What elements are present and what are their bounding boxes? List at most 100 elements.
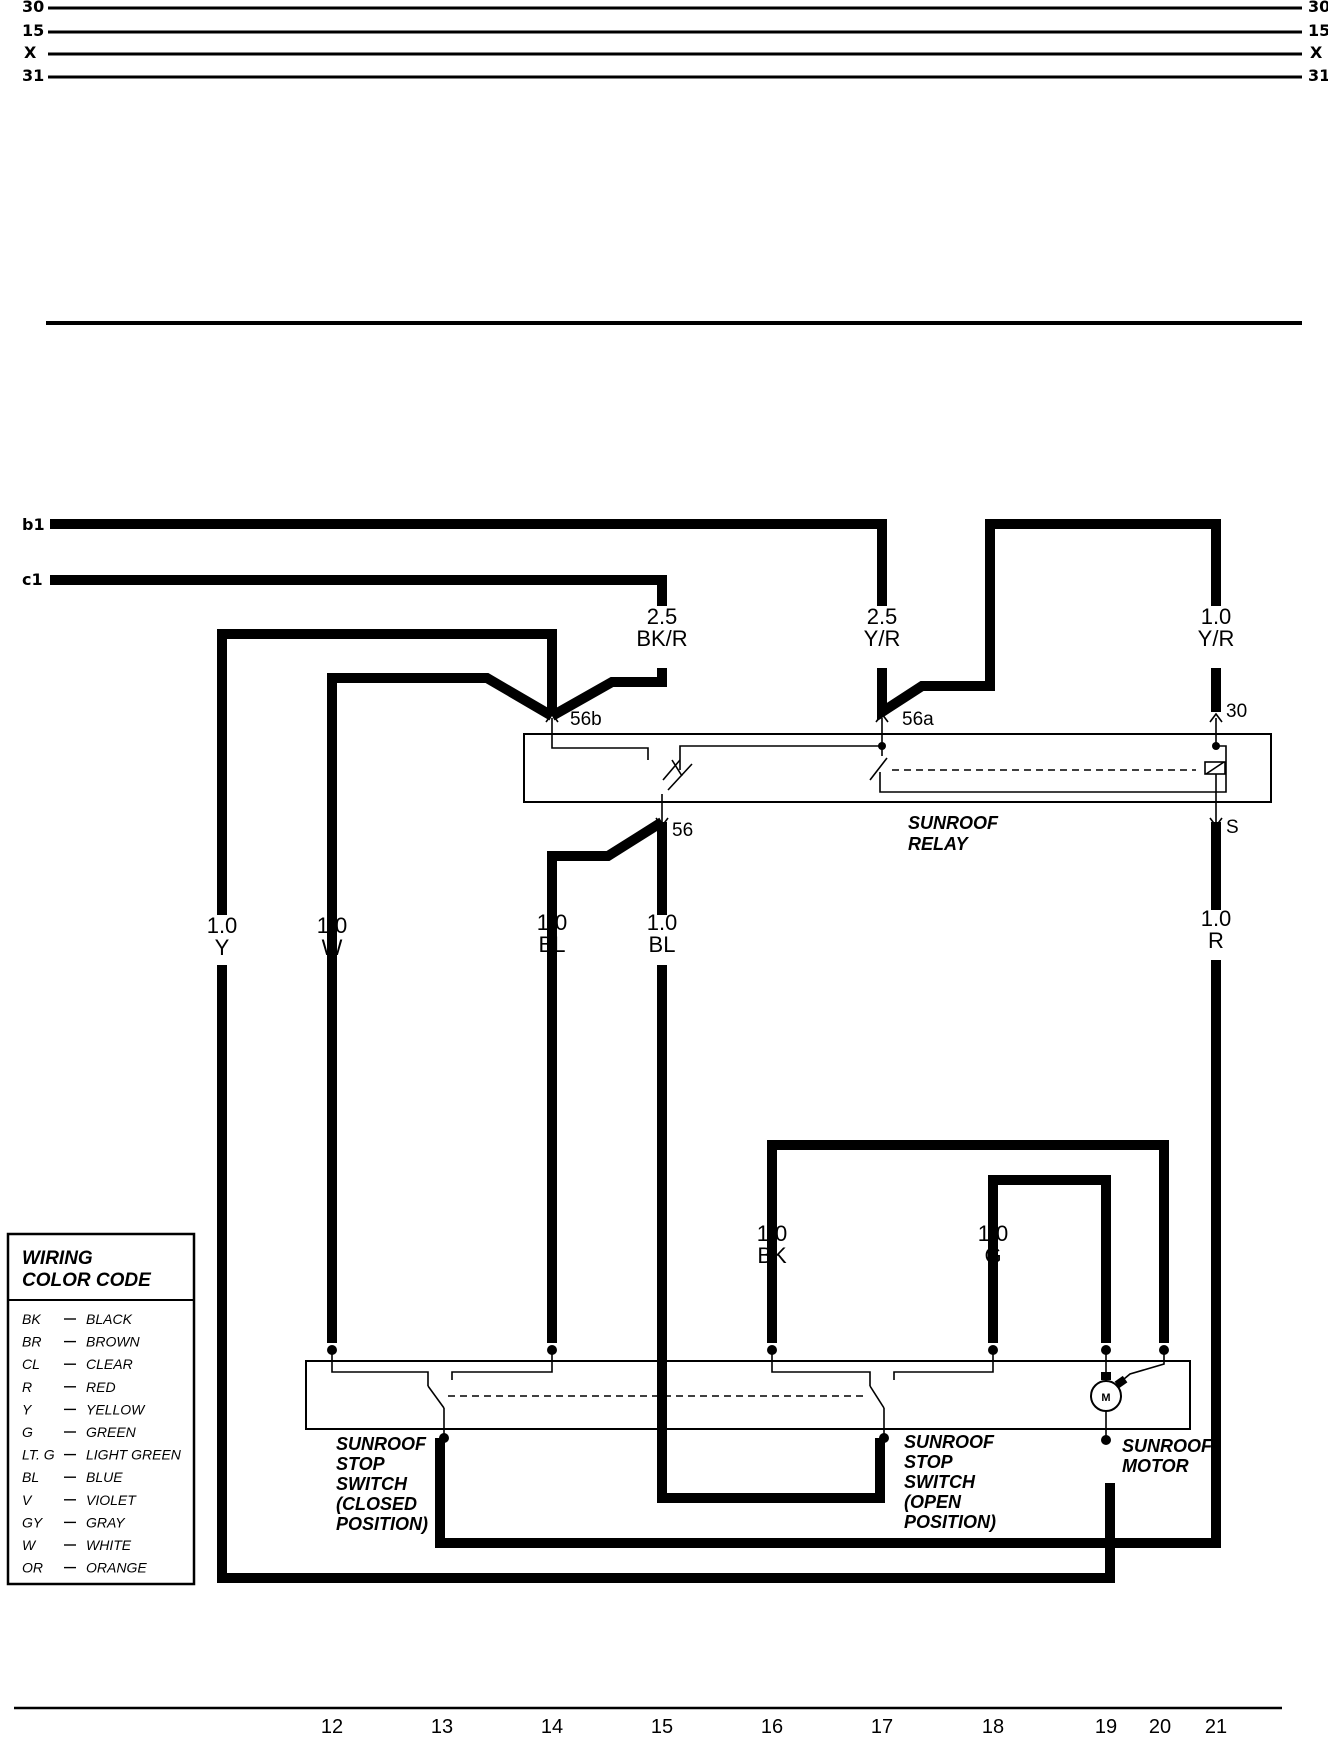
- stop-switch-open-label: SUNROOF STOP SWITCH (OPEN POSITION): [904, 1432, 996, 1532]
- legend-color-name: VIOLET: [86, 1492, 137, 1508]
- wire-size-r: 1.0: [1201, 906, 1232, 931]
- grid-number: 20: [1149, 1716, 1171, 1738]
- grid-number: 21: [1205, 1716, 1227, 1738]
- legend-code: Y: [22, 1401, 33, 1417]
- grid-number: 19: [1095, 1716, 1117, 1738]
- label-line: POSITION): [904, 1512, 996, 1532]
- wire-y: [217, 629, 557, 915]
- relay-internals: [551, 718, 1227, 822]
- sunroof-relay: [523, 733, 1272, 803]
- wire-w: [327, 673, 555, 1343]
- wire-size-y: 1.0: [207, 913, 238, 938]
- wire-size-w: 1.0: [317, 913, 348, 938]
- wire-b1-to-56a: [50, 519, 887, 606]
- legend-color-name: BROWN: [86, 1334, 141, 1350]
- connection-dots: [327, 1345, 1169, 1445]
- legend-code: BK: [22, 1311, 41, 1327]
- label-line: STOP: [336, 1454, 386, 1474]
- legend-code: CL: [22, 1356, 40, 1372]
- grid-number: 17: [871, 1716, 893, 1738]
- wire-color-bk-r: BK/R: [636, 626, 687, 651]
- legend-color-name: GREEN: [86, 1424, 137, 1440]
- grid-number: 16: [761, 1716, 783, 1738]
- wire-color-bl-a: BL: [539, 932, 566, 957]
- label-line: STOP: [904, 1452, 954, 1472]
- relay-pin-30: 30: [1226, 701, 1247, 722]
- wire-color-bl-b: BL: [649, 932, 676, 957]
- legend-title-line1: WIRING: [22, 1248, 93, 1269]
- relay-pin-56b: 56b: [570, 709, 602, 730]
- bus-label-left: 31: [22, 66, 44, 85]
- connector-marks: [545, 712, 1223, 828]
- bus-label-left: X: [24, 43, 37, 62]
- wire-bl-to-56: [547, 817, 665, 1343]
- input-label-b1: b1: [22, 515, 45, 534]
- label-line: SUNROOF: [1122, 1436, 1213, 1456]
- bus-label-right: X: [1310, 43, 1323, 62]
- label-line: POSITION): [336, 1514, 428, 1534]
- legend-color-name: YELLOW: [86, 1401, 146, 1417]
- grid-number: 12: [321, 1716, 343, 1738]
- input-label-c1: c1: [22, 570, 43, 589]
- bus-label-left: 15: [22, 21, 44, 40]
- legend-color-name: LIGHT GREEN: [86, 1447, 182, 1463]
- stop-switch-closed-label: SUNROOF STOP SWITCH (CLOSED POSITION): [336, 1434, 428, 1534]
- bus-line-30: 30 30: [22, 0, 1328, 16]
- wire-color-bk: BK: [757, 1243, 787, 1268]
- wire-size-bk-r: 2.5: [647, 604, 678, 629]
- wire-color-y-r-b: Y/R: [1198, 626, 1235, 651]
- wire-bl-lower: [657, 965, 885, 1503]
- legend-title-line2: COLOR CODE: [22, 1270, 152, 1291]
- grid-number: 13: [431, 1716, 453, 1738]
- legend-code: OR: [22, 1560, 43, 1576]
- label-line: SWITCH: [904, 1472, 976, 1492]
- grid-number: 15: [651, 1716, 673, 1738]
- label-line: SUNROOF: [904, 1432, 995, 1452]
- wire-size-y-r-a: 2.5: [867, 604, 898, 629]
- legend-code: G: [22, 1424, 33, 1440]
- wire-color-g: G: [984, 1243, 1001, 1268]
- wire-color-r: R: [1208, 928, 1224, 953]
- legend-color-name: ORANGE: [86, 1560, 147, 1576]
- label-line: (CLOSED: [336, 1494, 417, 1514]
- wire-size-bl-a: 1.0: [537, 910, 568, 935]
- relay-label-line1: SUNROOF: [908, 813, 999, 833]
- bus-label-right: 31: [1308, 66, 1328, 85]
- relay-pin-56a: 56a: [902, 709, 934, 730]
- legend-color-name: BLACK: [86, 1311, 133, 1327]
- bus-label-right: 30: [1308, 0, 1328, 16]
- grid-number: 14: [541, 1716, 563, 1738]
- wire-size-bl-b: 1.0: [647, 910, 678, 935]
- wire-c1-to-56b: [50, 575, 667, 606]
- bus-line-31: 31 31: [22, 66, 1328, 85]
- legend-code: GY: [22, 1514, 44, 1530]
- relay-pin-56: 56: [672, 820, 693, 841]
- bus-label-right: 15: [1308, 21, 1328, 40]
- stop-switch-closed-internals: [331, 1350, 868, 1438]
- motor-label: SUNROOF MOTOR: [1122, 1436, 1213, 1476]
- wire-y-lower: [217, 965, 1115, 1583]
- wire-g: [988, 1175, 1111, 1343]
- wire-size-y-r-b: 1.0: [1201, 604, 1232, 629]
- legend-code: V: [22, 1492, 33, 1508]
- stop-switch-open-internals: [771, 1350, 994, 1438]
- relay-pin-s: S: [1226, 817, 1239, 838]
- wire-color-w: W: [322, 935, 343, 960]
- label-line: SUNROOF: [336, 1434, 427, 1454]
- motor-symbol: M: [1090, 1350, 1165, 1440]
- wire-bk: [767, 1140, 1169, 1343]
- bus-line-x: X X: [24, 43, 1323, 62]
- legend-code: W: [22, 1537, 37, 1553]
- label-line: SWITCH: [336, 1474, 408, 1494]
- wire-y-r-to-56a: [877, 519, 1221, 722]
- sunroof-components-box: [305, 1360, 1191, 1430]
- bus-label-left: 30: [22, 0, 44, 16]
- legend-color-name: CLEAR: [86, 1356, 133, 1372]
- legend-color-name: RED: [86, 1379, 116, 1395]
- motor-glyph: M: [1101, 1392, 1110, 1404]
- wire-color-y: Y: [215, 935, 230, 960]
- label-line: (OPEN: [904, 1492, 962, 1512]
- label-line: MOTOR: [1122, 1456, 1189, 1476]
